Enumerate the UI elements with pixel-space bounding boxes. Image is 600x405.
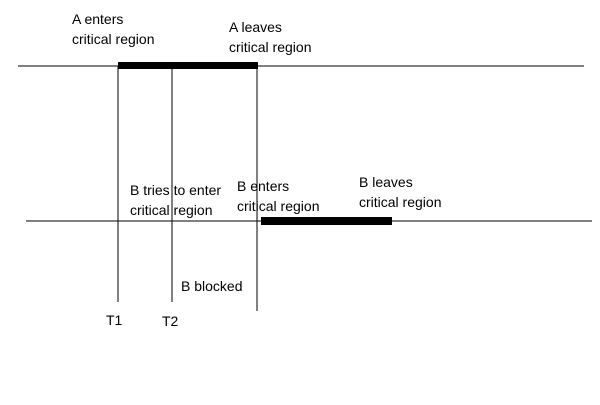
a-enters-label: A enters critical region bbox=[72, 9, 154, 49]
a-leaves-line1: A leaves bbox=[229, 19, 282, 35]
a-enters-line1: A enters bbox=[72, 11, 124, 27]
b-enters-line1: B enters bbox=[237, 178, 290, 194]
b-leaves-label: B leaves critical region bbox=[359, 172, 441, 212]
t2-label: T2 bbox=[162, 311, 178, 331]
process-a-critical-region-bar bbox=[118, 62, 258, 69]
process-b-critical-region-bar bbox=[261, 217, 392, 225]
b-leaves-line1: B leaves bbox=[359, 174, 413, 190]
b-leaves-line2: critical region bbox=[359, 194, 442, 210]
b-tries-line2: critical region bbox=[130, 202, 213, 218]
b-blocked-label: B blocked bbox=[181, 276, 242, 296]
t1-text: T1 bbox=[106, 312, 123, 328]
a-leaves-line2: critical region bbox=[229, 39, 312, 55]
b-enters-label: B enters critical region bbox=[237, 176, 319, 216]
t1-label: T1 bbox=[106, 310, 122, 330]
b-tries-label: B tries to enter critical region bbox=[130, 180, 221, 220]
t2-text: T2 bbox=[162, 313, 179, 329]
a-leaves-label: A leaves critical region bbox=[229, 17, 311, 57]
b-blocked-text: B blocked bbox=[181, 278, 243, 294]
b-tries-line1: B tries to enter bbox=[130, 182, 222, 198]
b-enters-line2: critical region bbox=[237, 198, 320, 214]
a-enters-line2: critical region bbox=[72, 31, 155, 47]
